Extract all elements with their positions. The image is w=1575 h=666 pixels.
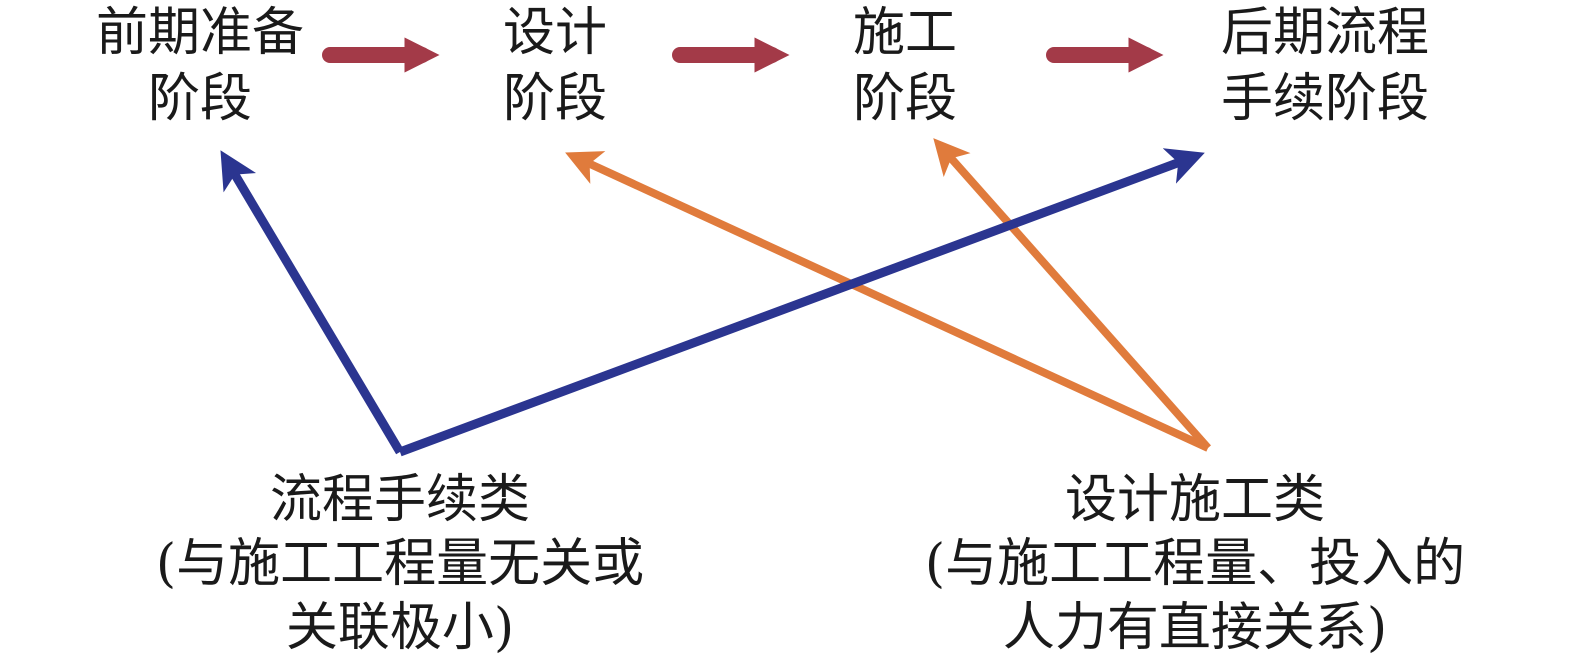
stage-post-procedures-line1: 后期流程	[1220, 3, 1429, 63]
stage-construction-line1: 施工	[852, 3, 957, 63]
stage-design-line2: 阶段	[502, 69, 607, 129]
arrow-design-group-to-construction-stage	[933, 138, 1211, 451]
stage-preparation-line1: 前期准备	[95, 3, 304, 63]
stage-preparation: 前期准备 阶段	[80, 0, 320, 132]
stage-design-line1: 设计	[502, 3, 607, 63]
group-process-note-line1: (与施工工程量无关或	[155, 534, 645, 594]
stage-construction-line2: 阶段	[852, 69, 957, 129]
group-design-construction: 设计施工类 (与施工工程量、投入的 人力有直接关系)	[900, 468, 1490, 660]
group-design-construction-title: 设计施工类	[1064, 470, 1325, 530]
group-process: 流程手续类 (与施工工程量无关或 关联极小)	[130, 468, 670, 660]
arrow-process-group-to-post-stage	[398, 148, 1205, 457]
arrow-design-group-to-design-stage	[565, 151, 1210, 452]
stage-post-procedures: 后期流程 手续阶段	[1200, 0, 1450, 132]
group-design-construction-note-line2: 人力有直接关系)	[1002, 598, 1388, 658]
stage-preparation-line2: 阶段	[147, 69, 252, 129]
group-process-note-line2: 关联极小)	[285, 598, 515, 658]
arrow-process-group-to-preparation-stage	[220, 150, 404, 455]
group-design-construction-note-line1: (与施工工程量、投入的	[924, 534, 1466, 594]
stage-construction: 施工 阶段	[820, 0, 990, 132]
stage-design: 设计 阶段	[470, 0, 640, 132]
stage-post-procedures-line2: 手续阶段	[1220, 69, 1429, 129]
group-process-title: 流程手续类	[269, 470, 530, 530]
